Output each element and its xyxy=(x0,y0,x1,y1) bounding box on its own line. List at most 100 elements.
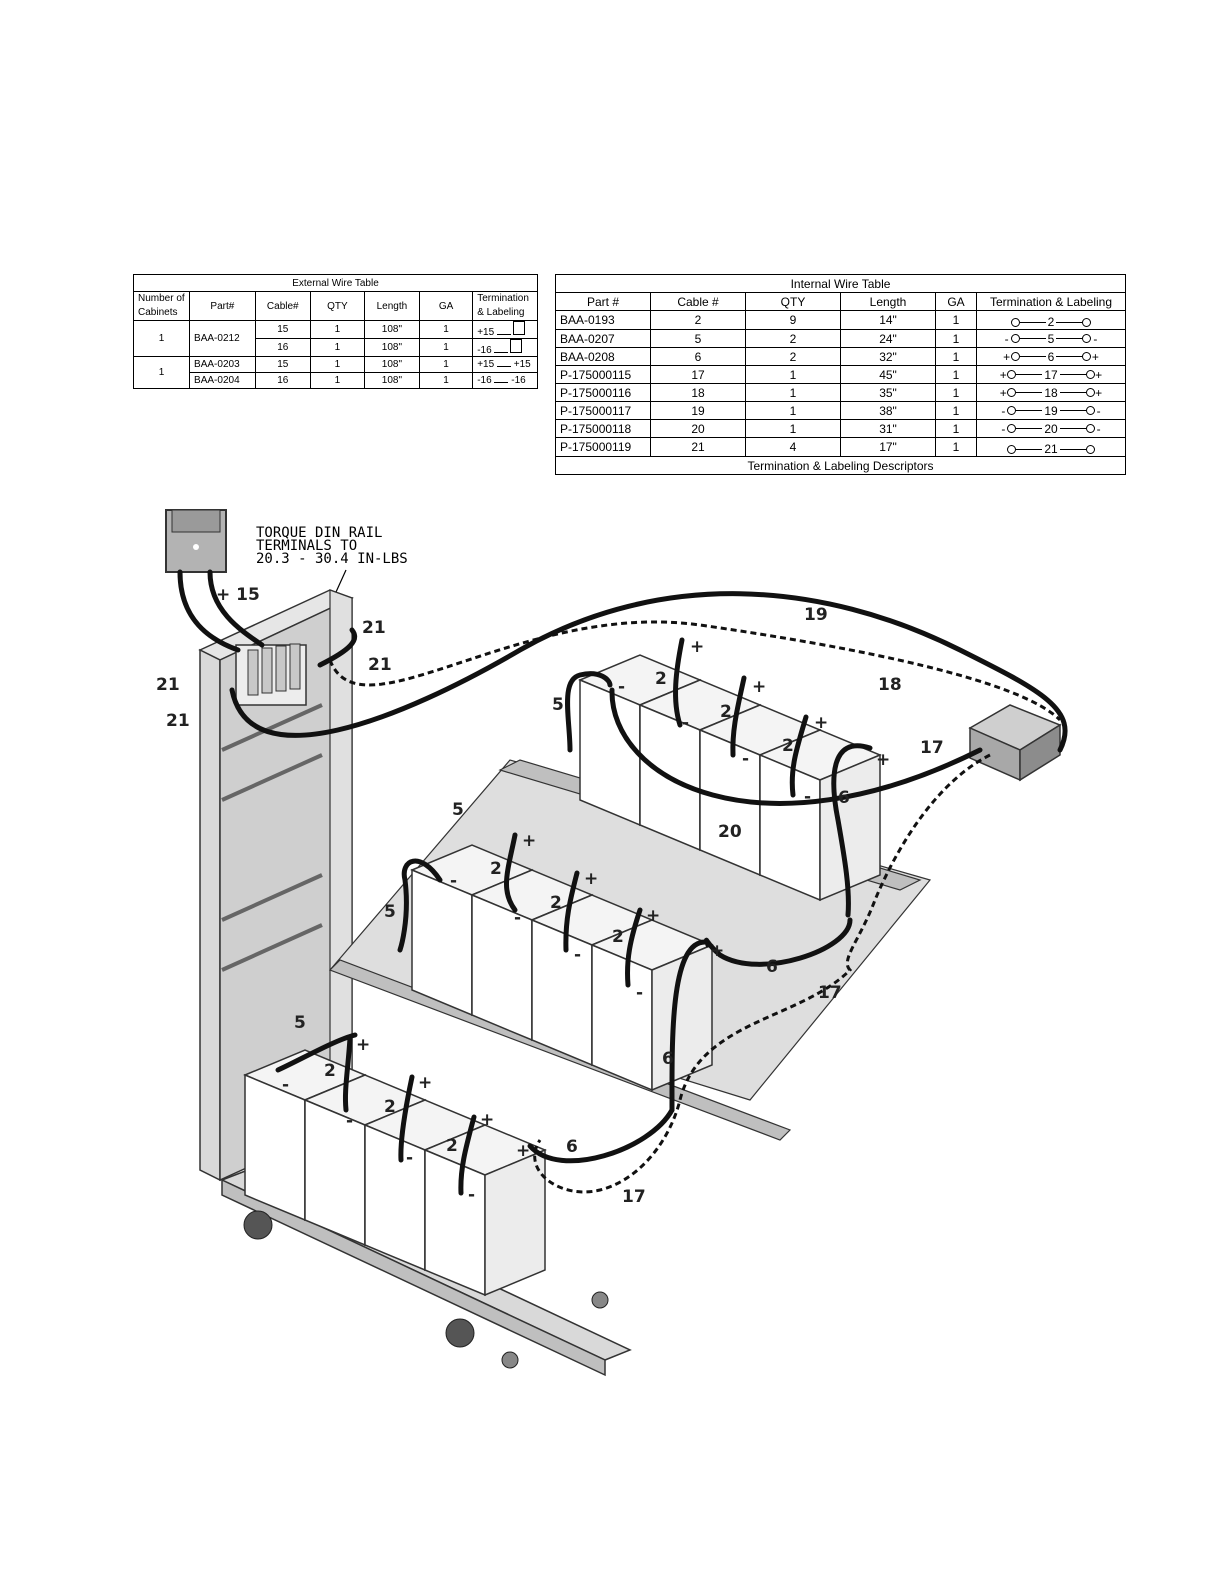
wire-line xyxy=(1059,392,1086,393)
ext-ga: 1 xyxy=(418,372,474,389)
wire-line xyxy=(496,366,511,367)
int-ga: 1 xyxy=(935,419,977,438)
ext-term-right: +15 xyxy=(513,359,531,370)
term-cable-label: 6 xyxy=(1047,349,1055,364)
terminal-plus: + xyxy=(522,831,536,851)
ring-terminal-icon xyxy=(1082,334,1092,343)
int-qty: 1 xyxy=(745,365,841,384)
term-right-symbol: + xyxy=(1095,385,1103,400)
int-termination: +17+ xyxy=(976,365,1126,384)
int-termination: +6+ xyxy=(976,347,1126,366)
int-cable: 18 xyxy=(650,383,746,402)
terminal-minus: - xyxy=(742,749,749,769)
ring-terminal-icon xyxy=(1085,388,1095,397)
table-row: 1 BAA-0212 15 1 108" 1 +15 xyxy=(132,320,538,357)
terminal-minus: - xyxy=(514,908,521,928)
cable-label-17: 17 xyxy=(920,738,944,758)
ext-part: BAA-0204 xyxy=(189,372,256,389)
cable-label-6: 6 xyxy=(838,788,850,808)
cable-label-17: 17 xyxy=(622,1187,646,1207)
int-part: BAA-0208 xyxy=(555,347,651,366)
terminal-plus: + xyxy=(876,750,890,770)
ring-terminal-icon xyxy=(1082,317,1092,327)
int-cable: 21 xyxy=(650,437,746,457)
term-left-symbol: + xyxy=(999,385,1007,400)
ext-term: -16 -16 xyxy=(472,372,538,389)
external-wire-table: External Wire Table Number of Cabinets P… xyxy=(132,274,538,389)
cable-label-2: 2 xyxy=(324,1061,336,1081)
wire-line xyxy=(1056,356,1083,357)
int-ga: 1 xyxy=(935,383,977,402)
terminal-minus: - xyxy=(682,713,689,733)
cabinet-frame xyxy=(198,589,354,1182)
ext-term-label: +15 xyxy=(477,327,495,338)
int-part: P-175000116 xyxy=(555,383,651,402)
terminal-minus: - xyxy=(282,1075,289,1095)
ext-cable: 16 xyxy=(254,338,311,357)
cable-label-5: 5 xyxy=(452,800,464,820)
int-cable: 20 xyxy=(650,419,746,438)
int-ga: 1 xyxy=(935,401,977,420)
int-cable: 6 xyxy=(650,347,746,366)
ext-header-length: Length xyxy=(363,291,420,321)
ring-terminal-icon xyxy=(1010,352,1020,361)
cable-label-2: 2 xyxy=(550,893,562,913)
wire-line xyxy=(1059,374,1086,375)
external-connector-block xyxy=(165,509,227,573)
term-right-symbol: + xyxy=(1091,349,1099,364)
int-cable: 19 xyxy=(650,401,746,420)
term-left-symbol: + xyxy=(999,367,1007,382)
cable-label-21: 21 xyxy=(166,711,190,731)
ext-cable: 15 xyxy=(254,356,311,373)
cable-label-2: 2 xyxy=(612,927,624,947)
wire-line xyxy=(1056,338,1083,339)
terminal-plus: + xyxy=(516,1141,530,1161)
int-length: 17" xyxy=(840,437,936,457)
torque-note-line1: TORQUE DIN RAIL xyxy=(256,525,382,541)
term-cable-label: 18 xyxy=(1044,385,1058,400)
terminal-plus: + xyxy=(584,869,598,889)
ext-cabinets: 1 xyxy=(132,356,191,389)
int-header-part: Part # xyxy=(555,292,651,311)
ext-term: -16 xyxy=(472,338,538,357)
ext-term: +15 xyxy=(472,320,538,339)
terminal-plus: + xyxy=(480,1110,494,1130)
int-cable: 2 xyxy=(650,310,746,330)
ext-qty: 1 xyxy=(309,356,365,373)
int-termination: -20- xyxy=(976,419,1126,438)
cable-label-18: 18 xyxy=(878,675,902,695)
ring-terminal-icon xyxy=(1010,334,1020,343)
ext-ga: 1 xyxy=(418,356,474,373)
ring-terminal-icon xyxy=(1007,444,1017,454)
int-ga: 1 xyxy=(935,347,977,366)
int-termination: +18 + xyxy=(976,383,1126,402)
cable-label-5: 5 xyxy=(552,695,564,715)
wire-line xyxy=(494,382,509,383)
wire-line xyxy=(494,352,509,353)
int-part: BAA-0193 xyxy=(555,310,651,330)
term-cable-label: 2 xyxy=(1047,315,1055,329)
table-row: 16 1 108" 1 -16 xyxy=(134,338,538,357)
ext-ga: 1 xyxy=(418,338,474,357)
cable-label-17: 17 xyxy=(818,983,842,1003)
torque-note-line2: TERMINALS TO xyxy=(256,538,357,554)
int-length: 35" xyxy=(840,383,936,402)
term-left-symbol: - xyxy=(1001,421,1006,436)
cable-label-2: 2 xyxy=(655,669,667,689)
terminal-plus: + xyxy=(418,1073,432,1093)
term-cable-label: 19 xyxy=(1044,403,1058,418)
ext-length: 108" xyxy=(363,356,420,373)
ext-qty: 1 xyxy=(309,372,365,389)
wire-line xyxy=(1019,356,1046,357)
int-termination: -19- xyxy=(976,401,1126,420)
int-length: 45" xyxy=(840,365,936,384)
int-qty: 1 xyxy=(745,401,841,420)
wire-line xyxy=(1019,338,1046,339)
terminal-plus: + xyxy=(814,713,828,733)
term-right-symbol: - xyxy=(1096,403,1101,418)
int-header-length: Length xyxy=(840,292,936,311)
int-ga: 1 xyxy=(935,437,977,457)
